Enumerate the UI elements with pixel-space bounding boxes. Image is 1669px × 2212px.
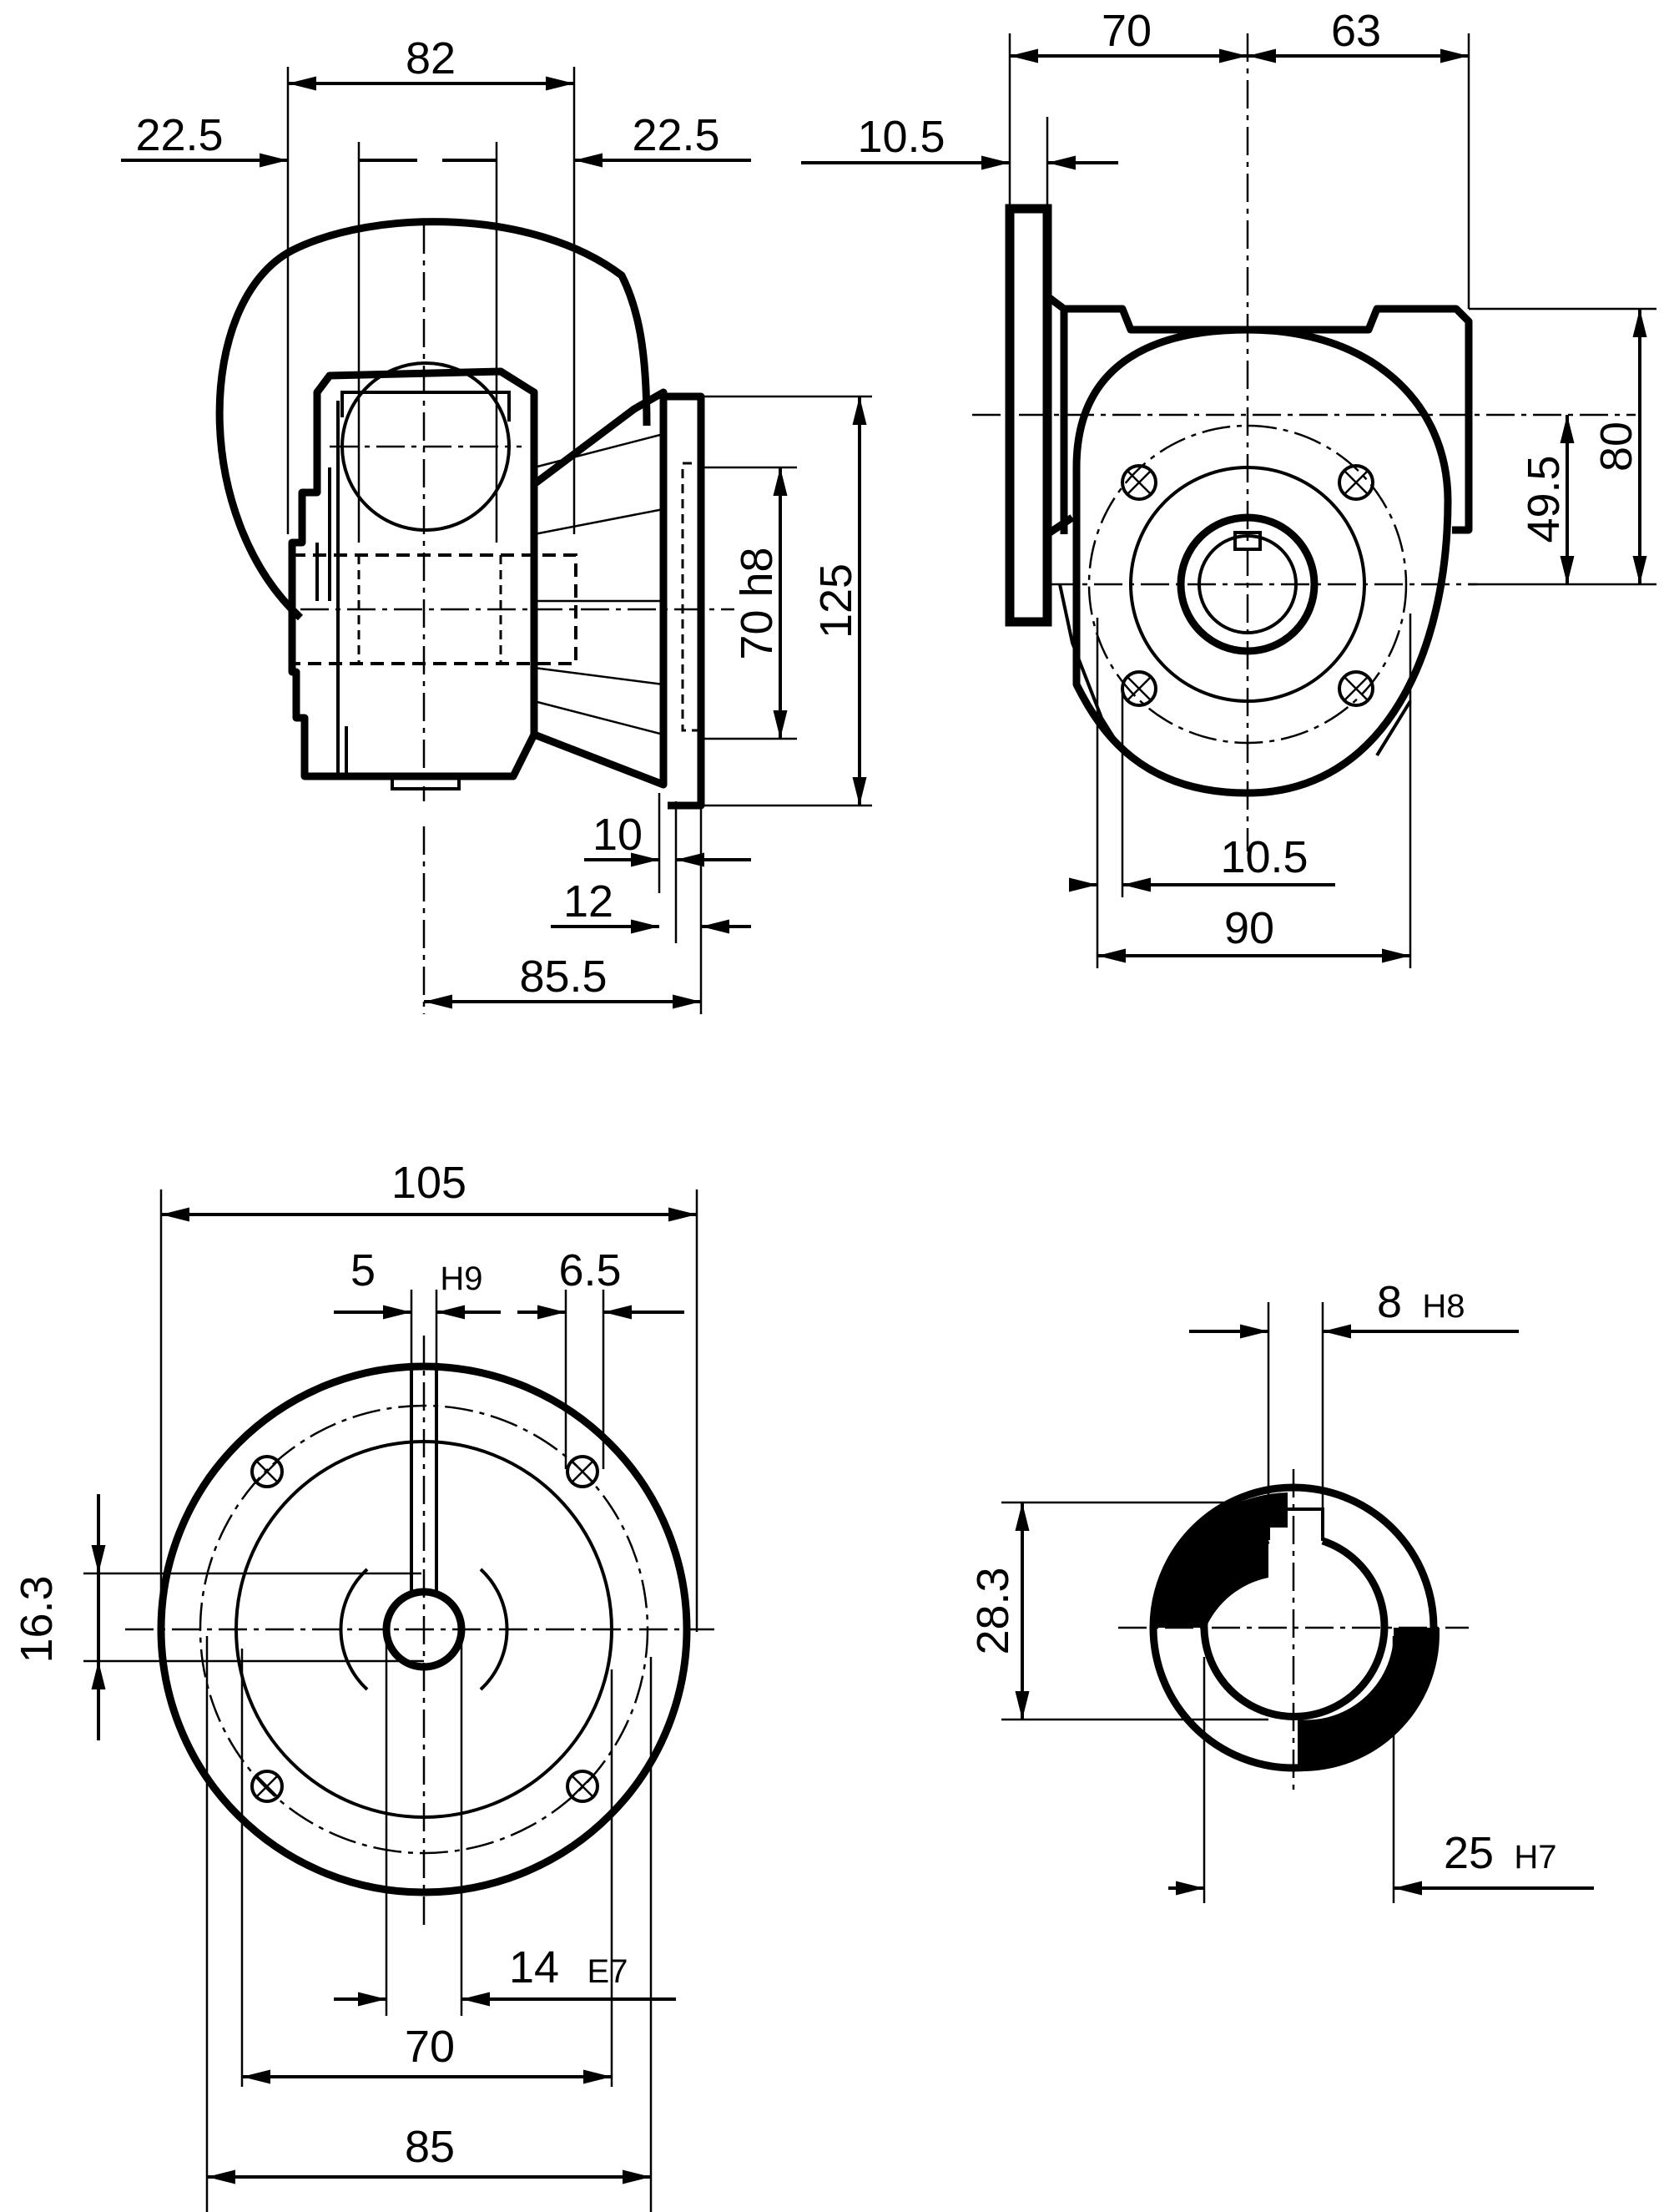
housing-arc — [215, 218, 651, 621]
hollow-shaft-section: 8 H8 28.3 25 H7 — [968, 1277, 1594, 1903]
dim-5: 5 — [350, 1245, 376, 1295]
dim-25: 25 — [1444, 1828, 1494, 1878]
housing-top — [1045, 293, 1473, 534]
cone — [530, 388, 668, 789]
dim-105: 105 — [391, 1158, 466, 1208]
dim-70-h8: 70 h8 — [732, 547, 782, 659]
dim-10-5-top: 10.5 — [857, 112, 945, 162]
dim-14: 14 — [509, 1942, 559, 1992]
dim-28-3: 28.3 — [968, 1567, 1018, 1654]
dim-10: 10 — [592, 810, 643, 860]
dim-82: 82 — [406, 33, 456, 83]
section-fill-bottom — [1298, 1628, 1440, 1772]
housing-round — [1072, 326, 1452, 797]
dim-80: 80 — [1591, 422, 1641, 472]
dim-6-5: 6.5 — [558, 1245, 621, 1295]
dim-90: 90 — [1224, 903, 1274, 953]
flange-plate — [663, 392, 705, 810]
dim-25-tolerance: H7 — [1514, 1839, 1556, 1876]
dim-85-5: 85.5 — [519, 952, 607, 1002]
dim-70-top: 70 — [1102, 6, 1152, 56]
dim-5-tolerance: H9 — [440, 1260, 482, 1297]
dim-70-bottom: 70 — [405, 2022, 455, 2072]
dim-22-5-left: 22.5 — [135, 110, 223, 160]
dim-10-5-bottom: 10.5 — [1220, 832, 1308, 882]
bolt-holes-front — [1121, 464, 1374, 707]
dim-125: 125 — [811, 563, 861, 639]
section-fill-top — [1156, 1492, 1288, 1628]
bolt-holes-flange — [250, 1455, 599, 1803]
dim-49-5: 49.5 — [1519, 455, 1569, 543]
dim-22-5-right: 22.5 — [632, 110, 719, 160]
dim-85: 85 — [405, 2122, 455, 2172]
hidden-shaft — [290, 553, 577, 665]
keyway — [410, 1365, 438, 1594]
dim-12: 12 — [563, 876, 613, 927]
dim-8-tolerance: H8 — [1422, 1288, 1465, 1325]
front-view: 70 63 10.5 49.5 80 10.5 90 — [801, 6, 1656, 968]
dim-16-3: 16.3 — [12, 1575, 62, 1663]
side-view: 82 22.5 22.5 70 h8 125 10 12 85.5 — [121, 33, 872, 1014]
dim-8: 8 — [1377, 1277, 1402, 1327]
dim-63: 63 — [1331, 6, 1381, 56]
flange-view: 105 5 H9 6.5 16.3 14 E7 70 85 — [12, 1158, 718, 2212]
dim-14-tolerance: E7 — [587, 1953, 628, 1990]
